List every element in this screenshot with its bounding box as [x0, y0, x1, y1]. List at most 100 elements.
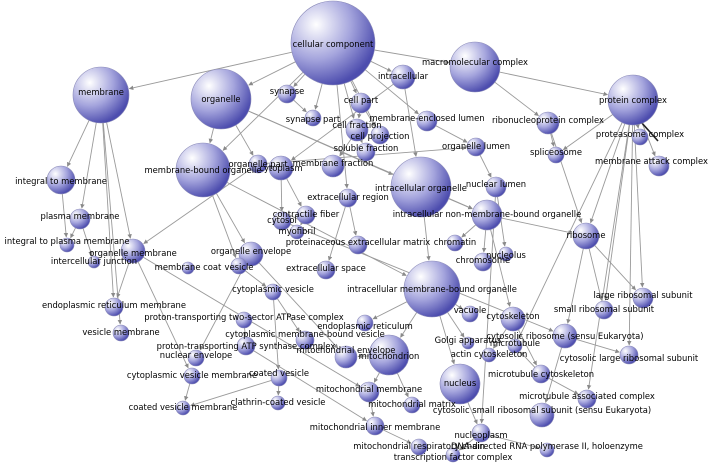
node-membrane-bound-organelle[interactable] — [175, 142, 231, 198]
node-myofibril[interactable] — [289, 224, 305, 240]
node-synapse-part[interactable] — [304, 109, 322, 127]
node-label-intracellular-non-membrane-bound-organelle: intracellular non-membrane-bound organel… — [393, 209, 582, 219]
node-nucleoplasm[interactable] — [471, 423, 491, 443]
node-coated-vesicle-membrane[interactable] — [175, 400, 191, 416]
node-proton-transporting-two-sector-atpase-complex[interactable] — [235, 311, 253, 329]
node-integral-to-membrane[interactable] — [46, 165, 76, 195]
node-cytoplasmic-vesicle-membrane[interactable] — [183, 367, 201, 385]
node-mitochondrial-respiratory-chain[interactable] — [410, 438, 428, 456]
node-soluble-fraction[interactable] — [356, 142, 376, 162]
node-cytoplasmic-vesicle[interactable] — [264, 283, 282, 301]
node-intracellular-membrane-bound-organelle[interactable] — [403, 260, 461, 318]
node-intercellular-junction[interactable] — [87, 255, 101, 269]
node-synapse[interactable] — [277, 84, 297, 104]
node-cytoplasmic-membrane-bound-vesicle[interactable] — [295, 330, 315, 350]
edge-organelle-membrane-to-endoplasmic-reticulum-membrane — [116, 262, 130, 298]
node-label-mitochondrial-respiratory-chain: mitochondrial respiratory chain — [353, 441, 485, 451]
node-vesicle[interactable] — [230, 257, 248, 275]
node-nuclear-envelope[interactable] — [187, 349, 205, 367]
node-proton-transporting-atp-synthase-complex[interactable] — [236, 336, 256, 356]
edge-proton-transporting-atp-synthase-complex-to-mitochondrial-inner-membrane — [253, 350, 367, 422]
edge-organelle-part-to-organelle-membrane — [143, 168, 251, 244]
node-cytoplasm[interactable] — [268, 155, 294, 181]
node-cell-projection[interactable] — [370, 125, 390, 145]
node-endoplasmic-reticulum[interactable] — [356, 314, 374, 332]
node-microtubule-associated-complex[interactable] — [577, 389, 597, 409]
node-transcription-factor-complex[interactable] — [445, 447, 461, 463]
edge-intracellular-membrane-bound-organelle-to-mitochondrion — [400, 312, 418, 338]
node-organelle-membrane[interactable] — [120, 238, 146, 264]
node-golgi-apparatus[interactable] — [461, 336, 475, 350]
node-chromosome[interactable] — [473, 252, 493, 272]
node-label-chromatin: chromatin — [434, 237, 477, 247]
node-cytosolic-large-ribosomal-subunit[interactable] — [619, 345, 639, 365]
node-label-coated-vesicle-membrane: coated vesicle membrane — [129, 402, 238, 412]
node-integral-to-plasma-membrane[interactable] — [59, 237, 75, 253]
node-clathrin-coated-vesicle[interactable] — [270, 395, 286, 411]
node-ribosome[interactable] — [572, 222, 600, 250]
node-cytosolic-ribosome[interactable] — [552, 323, 578, 349]
node-intracellular-non-membrane-bound-organelle[interactable] — [471, 199, 503, 231]
node-small-ribosomal-subunit[interactable] — [594, 300, 614, 320]
node-organelle-lumen[interactable] — [466, 137, 486, 157]
node-proteasome-complex[interactable] — [631, 128, 649, 146]
node-endoplasmic-reticulum-membrane[interactable] — [104, 297, 124, 317]
node-membrane[interactable] — [72, 66, 130, 124]
node-label-protein-complex: protein complex — [599, 95, 667, 105]
node-microtubule-cytoskeleton[interactable] — [531, 364, 551, 384]
node-membrane-fraction[interactable] — [321, 154, 345, 178]
node-mitochondrion[interactable] — [368, 334, 410, 376]
node-cellular-component[interactable] — [290, 0, 376, 86]
node-cytosolic-small-ribosomal-subunit[interactable] — [529, 402, 555, 428]
node-protein-complex[interactable] — [607, 74, 659, 126]
node-vesicle-membrane[interactable] — [112, 324, 130, 342]
node-extracellular-region[interactable] — [338, 188, 358, 208]
edge-microtubule-cytoskeleton-to-microtubule — [520, 351, 536, 368]
edge-extracellular-region-to-extracellular-space — [327, 206, 346, 261]
node-cell-part[interactable] — [350, 92, 372, 114]
node-mitochondrial-inner-membrane[interactable] — [365, 416, 385, 436]
node-proteinaceous-extracellular-matrix[interactable] — [348, 235, 368, 255]
node-cytosol[interactable] — [272, 211, 292, 231]
node-vacuole[interactable] — [461, 305, 479, 323]
node-spliceosome[interactable] — [547, 146, 565, 164]
node-coated-vesicle[interactable] — [270, 369, 288, 387]
node-mitochondrial-membrane[interactable] — [358, 381, 380, 403]
node-label-cytoskeleton: cytoskeleton — [486, 311, 539, 321]
node-cell-fraction[interactable] — [345, 118, 369, 142]
edge-membrane-enclosed-lumen-to-organelle-lumen — [435, 125, 468, 143]
node-nucleolus[interactable] — [498, 246, 514, 262]
node-chromatin[interactable] — [446, 234, 464, 252]
node-label-membrane-bound-organelle: membrane-bound organelle — [144, 165, 261, 175]
edge-organelle-to-organelle-part — [235, 124, 254, 156]
node-mitochondrial-envelope[interactable] — [334, 345, 358, 369]
edge-organelle-envelope-to-mitochondrial-envelope — [258, 262, 339, 349]
node-actin-cytoskeleton[interactable] — [481, 347, 497, 363]
node-macromolecular-complex[interactable] — [449, 41, 501, 93]
node-nucleus[interactable] — [439, 363, 481, 405]
node-extracellular-space[interactable] — [316, 260, 336, 280]
node-organelle-part[interactable] — [248, 154, 268, 174]
node-organelle[interactable] — [190, 68, 252, 130]
node-contractile-fiber[interactable] — [296, 205, 316, 225]
node-organelle-envelope[interactable] — [238, 241, 264, 267]
node-plasma-membrane[interactable] — [69, 208, 91, 230]
node-nuclear-lumen[interactable] — [485, 176, 507, 198]
edge-cell-part-to-cell-projection — [365, 111, 376, 127]
node-mitochondrial-matrix[interactable] — [403, 396, 421, 414]
node-dna-directed-rna-polymerase-ii-holoenzyme[interactable] — [539, 442, 555, 458]
node-large-ribosomal-subunit[interactable] — [632, 287, 654, 309]
edge-cellular-component-to-synapse — [293, 73, 306, 87]
edge-cellular-component-to-organelle — [248, 61, 296, 86]
node-intracellular[interactable] — [390, 64, 416, 90]
node-membrane-enclosed-lumen[interactable] — [416, 110, 438, 132]
node-microtubule[interactable] — [507, 338, 523, 354]
node-cytoskeleton[interactable] — [500, 306, 526, 332]
edge-integral-to-membrane-to-integral-to-plasma-membrane — [61, 193, 69, 238]
node-membrane-attack-complex[interactable] — [648, 155, 670, 177]
node-membrane-coat[interactable] — [181, 261, 195, 275]
node-intracellular-organelle[interactable] — [390, 156, 452, 218]
node-label-microtubule-associated-complex: microtubule associated complex — [519, 391, 655, 401]
node-ribonucleoprotein-complex[interactable] — [536, 111, 560, 135]
edge-intracellular-organelle-to-intracellular-membrane-bound-organelle — [423, 216, 431, 261]
